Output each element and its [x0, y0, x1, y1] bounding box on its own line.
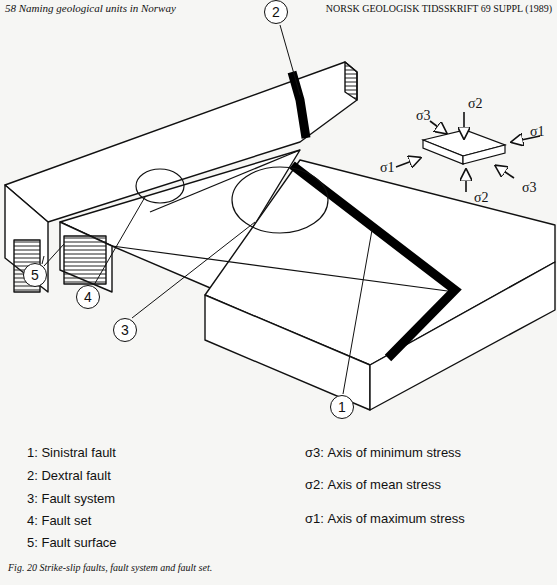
legend-text: 1: Sinistral fault: [27, 446, 116, 460]
legend-text: 3: Fault system: [27, 492, 115, 506]
stress-label: σ2: [474, 190, 489, 205]
callout-number: 3: [121, 322, 129, 338]
callout-number: 2: [272, 4, 280, 20]
callout-circle: 4: [76, 285, 100, 309]
stress-label: σ3: [522, 180, 537, 195]
callout-circle: 2: [264, 0, 288, 24]
legend-text: σ3: Axis of minimum stress: [305, 446, 461, 460]
figure-caption: Fig. 20 Strike-slip faults, fault system…: [8, 562, 212, 573]
stress-arrows: [396, 112, 540, 192]
stress-label: σ3: [416, 108, 431, 123]
legend-text: 5: Fault surface: [27, 536, 117, 550]
callout-circle: 1: [330, 395, 354, 419]
stress-label: σ1: [380, 160, 395, 175]
page-header: 58 Naming geological units in Norway: [5, 2, 176, 14]
stress-label: σ2: [468, 96, 483, 111]
legend-text: 2: Dextral fault: [27, 469, 111, 483]
legend-text: σ2: Axis of mean stress: [305, 478, 441, 492]
callout-number: 4: [84, 289, 92, 305]
marker-bed: [292, 72, 455, 358]
legend-text: 4: Fault set: [27, 514, 91, 528]
stress-label: σ1: [530, 124, 545, 139]
legend-text: σ1: Axis of maximum stress: [305, 512, 465, 526]
callout-circle: 5: [23, 263, 47, 287]
callout-number: 1: [338, 399, 346, 415]
callout-number: 5: [31, 267, 39, 283]
highlight-ellipses: [136, 167, 328, 233]
fault-lines: [112, 150, 455, 292]
page-header: NORSK GEOLOGISK TIDSSKRIFT 69 SUPPL (198…: [326, 3, 552, 14]
fault-blocks: [5, 62, 555, 410]
leader-lines: [42, 25, 372, 394]
callout-circle: 3: [113, 318, 137, 342]
